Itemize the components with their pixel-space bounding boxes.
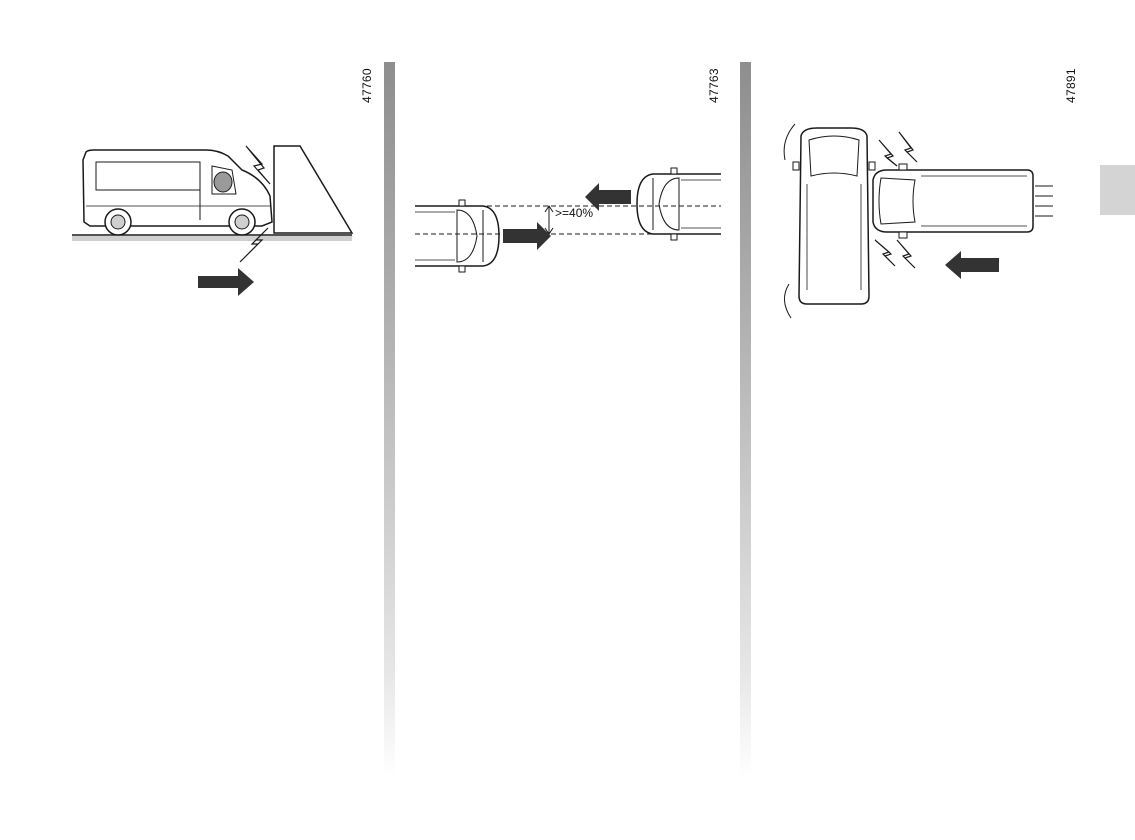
side-impact-vans-icon (751, 0, 1135, 840)
section-tab-marker (1100, 165, 1135, 215)
figure-offset-crash: 47763 >=40% (395, 0, 740, 840)
figure-side-impact: 47891 (751, 0, 1135, 840)
figure-frontal-crash: 47760 (0, 0, 384, 840)
offset-crash-vans-icon (395, 0, 740, 840)
overlap-percentage-label: >=40% (555, 206, 593, 220)
column-divider (384, 62, 395, 777)
frontal-crash-van-icon (0, 0, 384, 840)
column-divider (740, 62, 751, 777)
